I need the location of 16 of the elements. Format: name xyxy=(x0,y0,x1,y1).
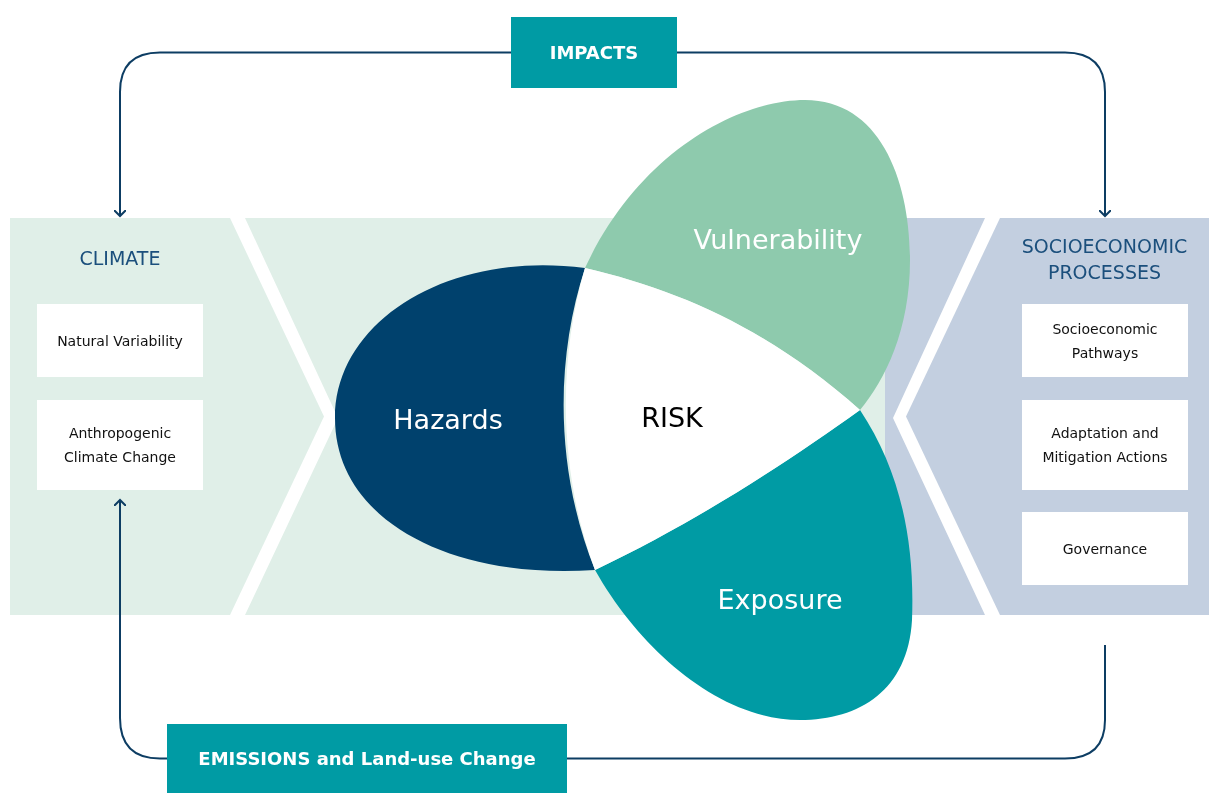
band-heading: CLIMATE xyxy=(79,247,161,269)
factor-box: Natural Variability xyxy=(37,304,203,377)
factor-box: Adaptation and Mitigation Actions xyxy=(1022,400,1188,490)
factor-box: Socioeconomic Pathways xyxy=(1022,304,1188,377)
petal-label: Exposure xyxy=(717,582,843,617)
connector-arrow xyxy=(676,51,1112,217)
connector-arrow xyxy=(113,499,168,760)
petal-label: Vulnerability xyxy=(693,222,863,257)
connector-arrow xyxy=(113,51,512,217)
label-box: IMPACTS xyxy=(511,17,677,88)
band-heading: SOCIOECONOMIC PROCESSES xyxy=(1021,235,1188,283)
petal-label: Hazards xyxy=(393,402,503,437)
factor-box: Anthropogenic Climate Change xyxy=(37,400,203,490)
petal-label: RISK xyxy=(641,400,703,435)
label-box: EMISSIONS and Land-use Change xyxy=(167,724,567,793)
factor-box: Governance xyxy=(1022,512,1188,585)
